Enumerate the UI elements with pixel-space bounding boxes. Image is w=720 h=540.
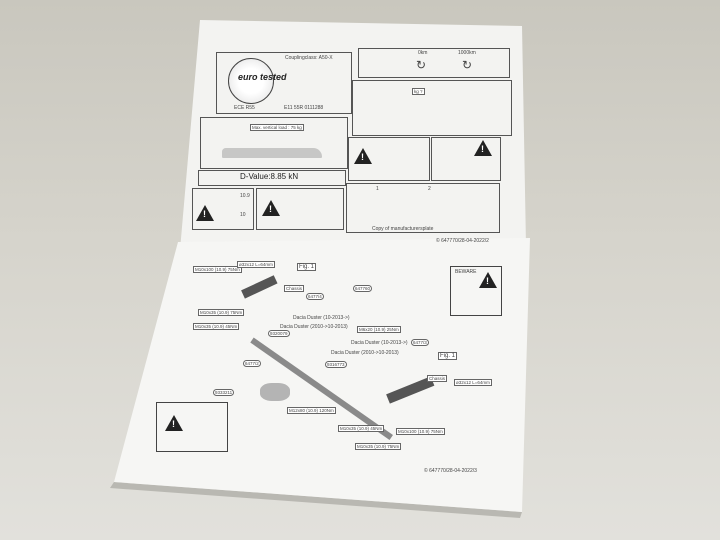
part-label: Dacia Duster (2010->10-2013) xyxy=(280,324,348,330)
part-label: 6477/2 xyxy=(243,360,261,367)
beware-title: BEWARE xyxy=(455,269,477,275)
d-value: D-Value:8.85 kN xyxy=(240,172,299,181)
bottom-page-footer: © 647770/28-04-2022/3 xyxy=(424,468,477,474)
maintenance-panel xyxy=(348,137,430,181)
warning-icon xyxy=(474,140,492,156)
coupling-class: Couplingclass: A50-X xyxy=(285,55,333,61)
rotate-icon: ↻ xyxy=(416,58,427,72)
vertical-load-panel xyxy=(200,117,348,169)
part-label: M10x35 (10.9) 75Nm xyxy=(198,309,245,316)
part-label: ø32x12 L=64mm xyxy=(454,379,492,386)
step-2: 2 xyxy=(428,186,431,192)
washer-panel xyxy=(256,188,344,230)
part-label: ø32x12 L=64mm xyxy=(237,261,275,268)
bolt-grade: 10.9 xyxy=(240,193,250,199)
warning-icon xyxy=(479,272,497,288)
part-label: M10x100 (10.9) 75Nm xyxy=(396,428,445,435)
part-label: M10x35 (10.9) 45Nm xyxy=(338,425,385,432)
torque-0km: 0km xyxy=(418,50,428,56)
copy-plate-caption: Copy of manufacturersplate xyxy=(372,226,434,232)
euro-tested-logo xyxy=(228,58,274,104)
part-label: M12x80 (10.9) 120Nm xyxy=(287,407,336,414)
top-page-footer: © 647770/28-04-2022/2 xyxy=(436,238,489,244)
cutting-panel xyxy=(431,137,501,181)
manufacturer-plate-panel xyxy=(346,183,500,233)
max-vertical-load: Max. vertical load : 75 kg xyxy=(250,124,304,131)
d-value-panel xyxy=(198,170,346,186)
step-1: 1 xyxy=(376,186,379,192)
part-label: M10x35 (10.9) 45Nm xyxy=(193,323,240,330)
kg-label: kg ? xyxy=(412,88,425,95)
bolt-panel xyxy=(192,188,254,230)
part-label: Chassis xyxy=(284,285,305,292)
part-label: 9316773 xyxy=(325,361,347,368)
part-label: M6x20 (10.9) 25Nm xyxy=(357,326,401,333)
electrics-panel xyxy=(352,80,512,136)
part-label: M10x100 (10.9) 75Nm xyxy=(193,266,242,273)
fig1-label: Fig. 1 xyxy=(297,263,317,271)
part-label: Dacia Duster (10-2013->) xyxy=(351,340,408,346)
part-label: 9320079 xyxy=(268,330,290,337)
warning-icon xyxy=(354,148,372,164)
part-label: 9333211 xyxy=(213,389,235,396)
torque-1000km: 1000km xyxy=(458,50,476,56)
part-label: Chassis xyxy=(427,375,448,382)
part-label: Dacia Duster (2010->10-2013) xyxy=(331,350,399,356)
warning-icon xyxy=(262,200,280,216)
part-label: 6477/3 xyxy=(411,339,429,346)
approval-panel xyxy=(216,52,352,114)
part-label: 6477/4 xyxy=(306,293,324,300)
approval-number: E11 55R 0111288 xyxy=(284,105,324,111)
logo-text: euro tested xyxy=(238,72,287,82)
warning-panel-right xyxy=(450,266,502,316)
warning-icon xyxy=(165,415,183,431)
fig1-label: Fig. 1 xyxy=(438,352,458,360)
car-trailer-illustration xyxy=(222,148,322,158)
rotate-icon: ↻ xyxy=(462,58,473,72)
part-label: 647760 xyxy=(353,285,373,292)
part-label: M10x35 (10.9) 75Nm xyxy=(355,443,402,450)
tow-ball xyxy=(260,383,290,401)
warning-panel-left xyxy=(156,402,228,452)
part-label: Dacia Duster (10-2013->) xyxy=(293,315,350,321)
ece-text: ECE R55 xyxy=(234,105,255,111)
torque-panel xyxy=(358,48,510,78)
warning-icon xyxy=(196,205,214,221)
nut-grade: 10 xyxy=(240,212,246,218)
